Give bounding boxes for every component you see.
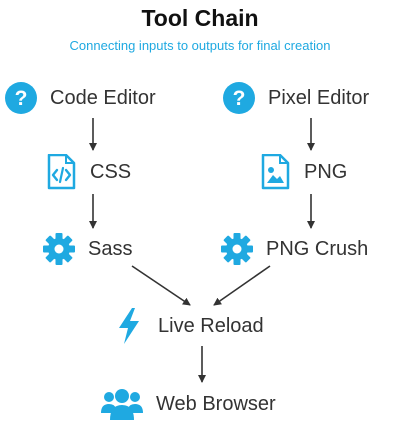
question-circle-icon: ? [4, 81, 38, 115]
node-label-pixel-editor: Pixel Editor [268, 86, 370, 109]
node-label-png-crush: PNG Crush [266, 237, 369, 260]
node-label-code-editor: Code Editor [50, 86, 156, 109]
node-web-browser: Web Browser [100, 387, 276, 421]
arrow-sass-to-live-reload [131, 265, 191, 306]
node-css: CSS [44, 154, 132, 190]
node-label-css: CSS [90, 160, 132, 183]
node-label-png: PNG [304, 160, 348, 183]
node-label-web-browser: Web Browser [156, 392, 276, 415]
question-circle-icon: ? [222, 81, 256, 115]
node-sass: Sass [42, 232, 132, 266]
node-code-editor: ? Code Editor [4, 81, 156, 115]
svg-text:?: ? [15, 87, 28, 110]
node-live-reload: Live Reload [112, 308, 264, 344]
diagram-title: Tool Chain [141, 5, 259, 31]
svg-text:?: ? [233, 87, 246, 110]
image-file-icon [258, 154, 292, 190]
lightning-bolt-icon [112, 308, 146, 344]
node-label-sass: Sass [88, 237, 133, 260]
arrow-png-crush-to-live-reload [213, 265, 271, 306]
users-group-icon [100, 387, 144, 421]
node-pixel-editor: ? Pixel Editor [222, 81, 369, 115]
node-label-live-reload: Live Reload [158, 314, 264, 337]
diagram-subtitle: Connecting inputs to outputs for final c… [69, 38, 331, 53]
code-file-icon [44, 154, 78, 190]
gear-icon [220, 232, 254, 266]
gear-icon [42, 232, 76, 266]
node-png-crush: PNG Crush [220, 232, 368, 266]
node-png: PNG [258, 154, 348, 190]
